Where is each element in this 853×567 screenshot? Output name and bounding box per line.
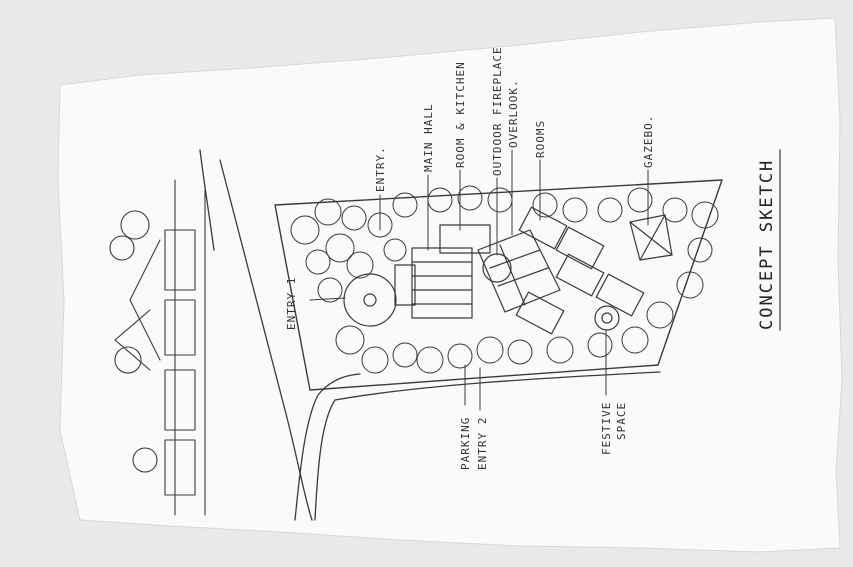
label-entry-2: ENTRY 2 — [476, 417, 489, 470]
label-festive: FESTIVE — [600, 402, 613, 455]
label-parking: PARKING — [459, 417, 472, 470]
building-footprints — [394, 206, 673, 335]
label-room-kitchen: ROOM & KITCHEN — [454, 61, 467, 168]
sketch-title: CONCEPT SKETCH — [757, 159, 777, 330]
plaza-circles — [343, 253, 620, 331]
site-boundary — [274, 179, 723, 391]
label-entry-1: ENTRY 1 — [285, 277, 298, 330]
label-overlook: OVERLOOK. — [507, 79, 520, 148]
label-entry: ENTRY. — [374, 146, 387, 192]
labels: ENTRY 1 ENTRY. MAIN HALL ROOM & KITCHEN … — [285, 46, 777, 470]
tree-clusters — [290, 185, 719, 374]
label-space: SPACE — [615, 402, 628, 440]
label-outdoor-fireplace: OUTDOOR FIREPLACE — [491, 46, 504, 176]
label-rooms: ROOMS — [534, 120, 547, 158]
paper-sheet — [57, 17, 843, 553]
elevation-sketch — [109, 179, 206, 516]
road-lines — [199, 149, 661, 521]
label-main-hall: MAIN HALL — [422, 103, 435, 172]
leader-lines — [309, 149, 649, 411]
label-gazebo: GAZEBO. — [642, 115, 655, 168]
